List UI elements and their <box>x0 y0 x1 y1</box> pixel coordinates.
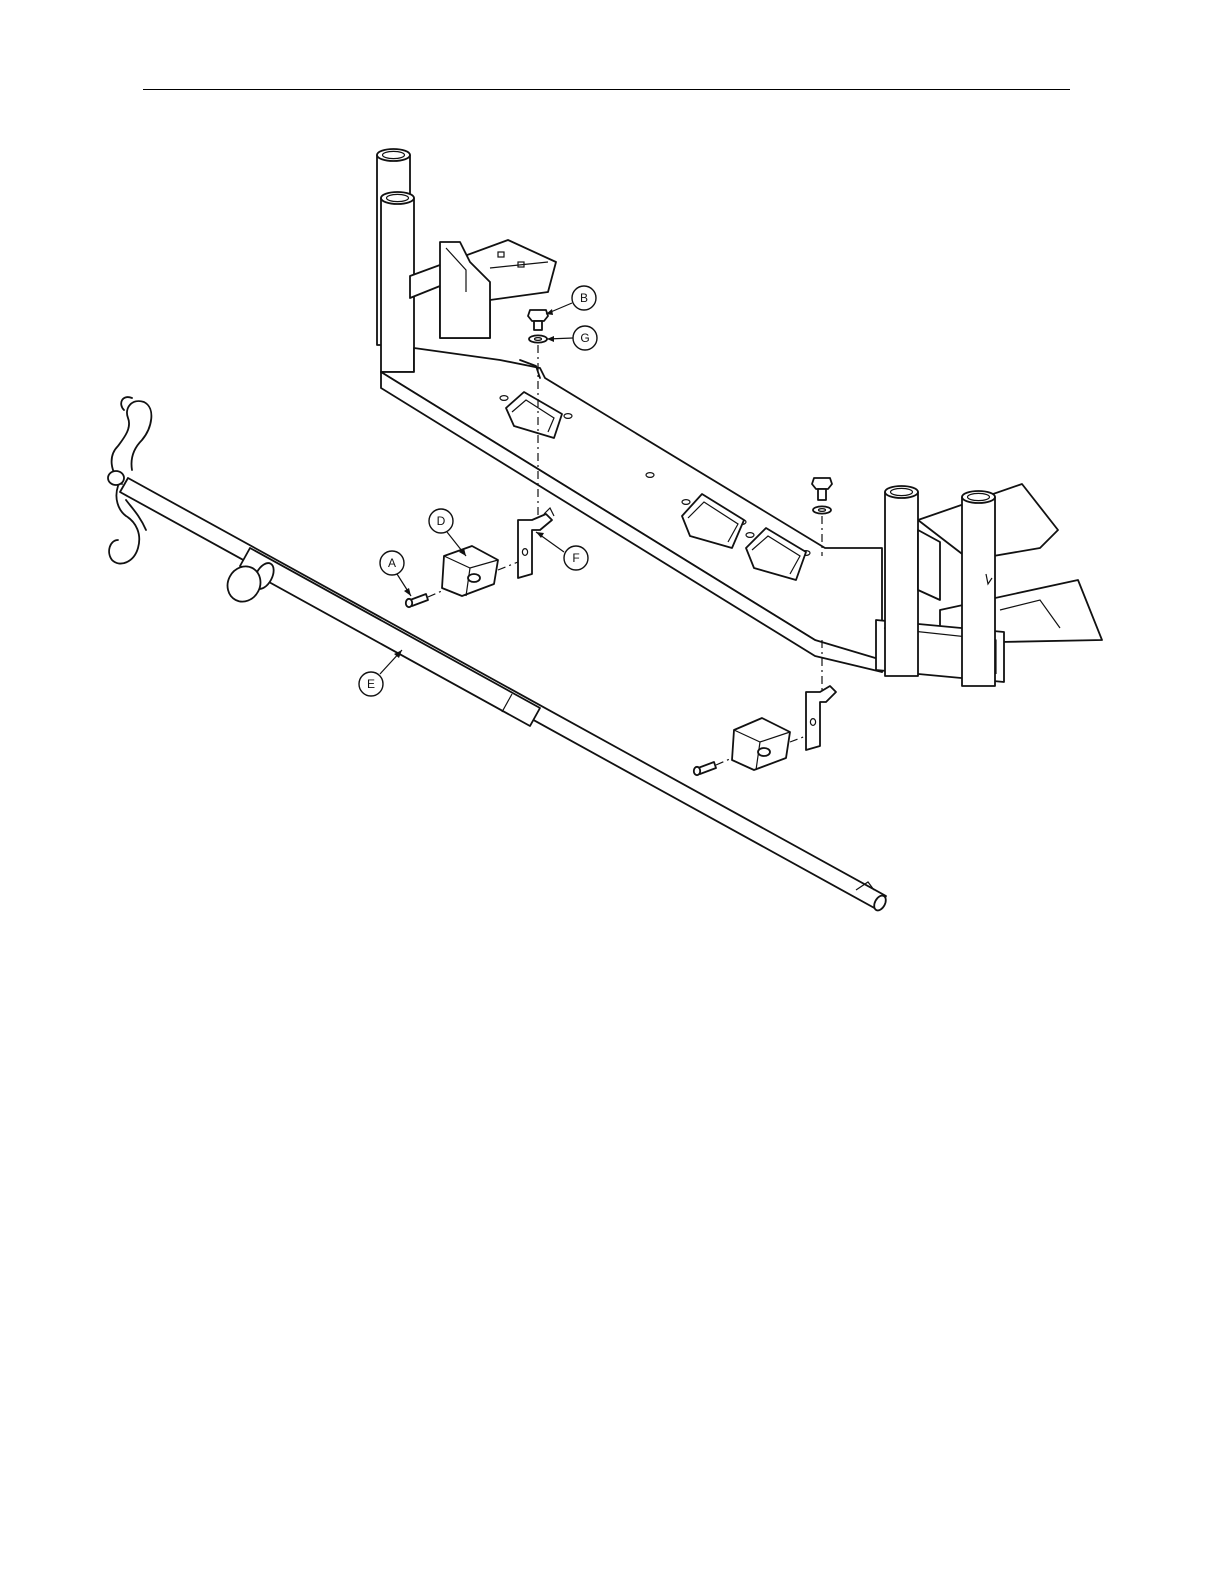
left-posts <box>377 149 414 372</box>
upper-bracket-set <box>406 508 554 607</box>
callout-label-b: B <box>580 291 588 305</box>
callout-b: B <box>546 286 596 315</box>
iv-pole <box>108 397 888 912</box>
callout-d: D <box>429 509 466 556</box>
callout-label-d: D <box>437 514 446 528</box>
callout-label-f: F <box>572 551 579 565</box>
callout-label-g: G <box>580 331 589 345</box>
main-cross-member <box>381 348 882 672</box>
callout-e: E <box>359 650 402 696</box>
lower-bracket-set <box>694 686 836 775</box>
callout-label-e: E <box>367 677 375 691</box>
callout-a: A <box>380 551 411 596</box>
right-end-assembly <box>876 484 1102 686</box>
callout-label-a: A <box>388 556 396 570</box>
callout-f: F <box>536 532 588 570</box>
callout-g: G <box>547 326 597 350</box>
